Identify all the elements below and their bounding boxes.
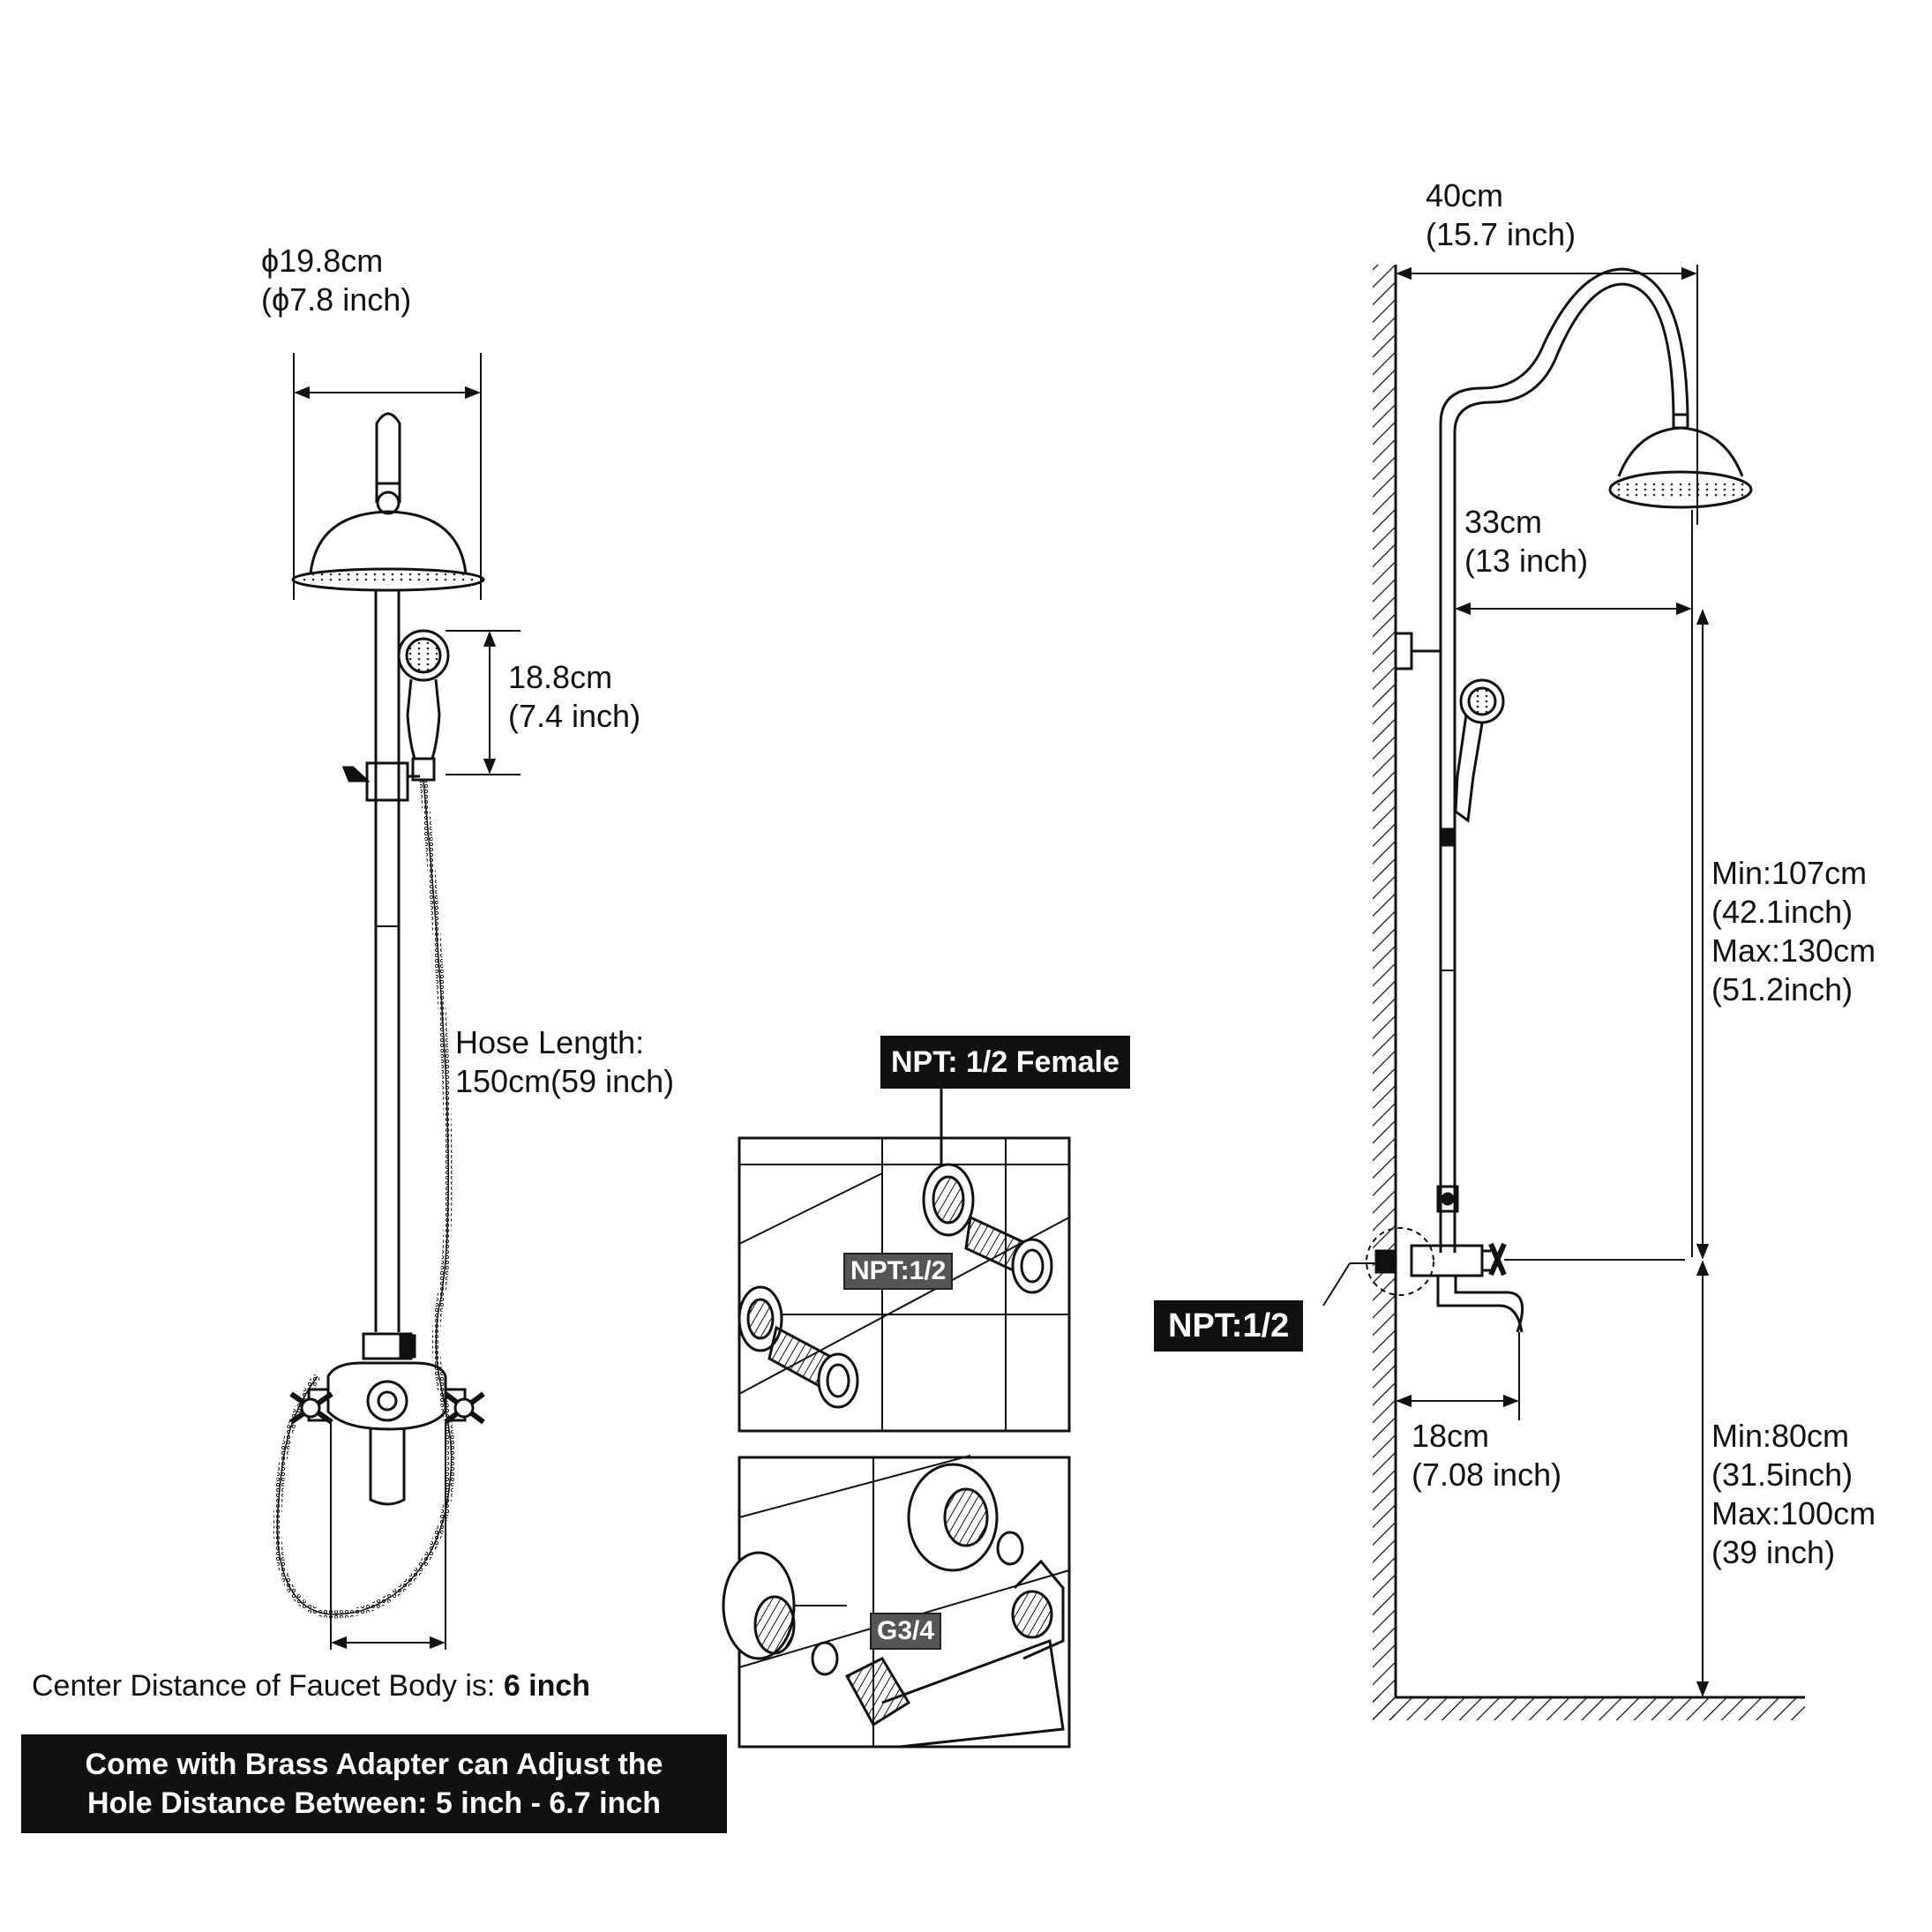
hose-length-label: Hose Length: 150cm(59 inch): [455, 1023, 674, 1101]
valve-min-inch: (31.5inch): [1711, 1456, 1853, 1493]
arm-reach-inch: (15.7 inch): [1426, 216, 1576, 252]
handheld-length-label: 18.8cm (7.4 inch): [508, 658, 640, 736]
front-view-shower: [273, 353, 520, 1650]
valve-min-cm: Min:80cm: [1711, 1418, 1850, 1454]
npt-female-callout: NPT: 1/2 Female: [880, 1036, 1130, 1089]
riser-max-cm: Max:130cm: [1711, 932, 1876, 969]
banner-line1: Come with Brass Adapter can Adjust the: [85, 1748, 663, 1781]
arm-reach-cm: 40cm: [1426, 177, 1504, 213]
detail-panel-g34: [722, 1455, 1071, 1749]
hose-length-line2: 150cm(59 inch): [455, 1063, 675, 1099]
head-diameter-label: ϕ19.8cm (ϕ7.8 inch): [261, 242, 411, 319]
g34-panel-label: G3/4: [870, 1613, 942, 1650]
side-view-shower: [1322, 265, 1805, 1720]
handheld-length-inch: (7.4 inch): [508, 698, 641, 734]
npt-panel-label: NPT:1/2: [843, 1253, 954, 1290]
center-distance-prefix: Center Distance of Faucet Body is:: [32, 1669, 504, 1703]
banner-line2-value: 5 inch - 6.7 inch: [435, 1786, 661, 1820]
center-distance-value: 6 inch: [503, 1669, 591, 1703]
riser-min-inch: (42.1inch): [1711, 894, 1853, 930]
spout-reach-cm: 18cm: [1412, 1418, 1490, 1454]
inlet-npt-tag: NPT:1/2: [1154, 1300, 1304, 1352]
valve-height-label: Min:80cm (31.5inch) Max:100cm (39 inch): [1711, 1417, 1876, 1572]
riser-max-inch: (51.2inch): [1711, 971, 1853, 1007]
head-diameter-cm: ϕ19.8cm: [261, 243, 384, 279]
valve-max-cm: Max:100cm: [1711, 1495, 1876, 1531]
head-offset-cm: 33cm: [1464, 504, 1543, 540]
adapter-banner: Come with Brass Adapter can Adjust the H…: [21, 1734, 727, 1833]
banner-line2: Hole Distance Between: 5 inch - 6.7 inch: [21, 1784, 727, 1823]
handheld-length-cm: 18.8cm: [508, 659, 613, 695]
head-offset-label: 33cm (13 inch): [1464, 503, 1588, 580]
arm-reach-label: 40cm (15.7 inch): [1426, 176, 1576, 254]
center-distance-note: Center Distance of Faucet Body is: 6 inc…: [32, 1669, 590, 1704]
riser-min-cm: Min:107cm: [1711, 855, 1868, 891]
spout-reach-label: 18cm (7.08 inch): [1412, 1417, 1561, 1494]
riser-height-label: Min:107cm (42.1inch) Max:130cm (51.2inch…: [1711, 854, 1876, 1009]
spout-reach-inch: (7.08 inch): [1412, 1456, 1562, 1493]
head-diameter-inch: (ϕ7.8 inch): [261, 281, 412, 318]
valve-max-inch: (39 inch): [1711, 1534, 1836, 1570]
hose-length-line1: Hose Length:: [455, 1024, 645, 1060]
detail-panel-npt: [738, 1089, 1071, 1433]
head-offset-inch: (13 inch): [1464, 543, 1589, 579]
banner-line2-prefix: Hole Distance Between:: [87, 1786, 436, 1820]
